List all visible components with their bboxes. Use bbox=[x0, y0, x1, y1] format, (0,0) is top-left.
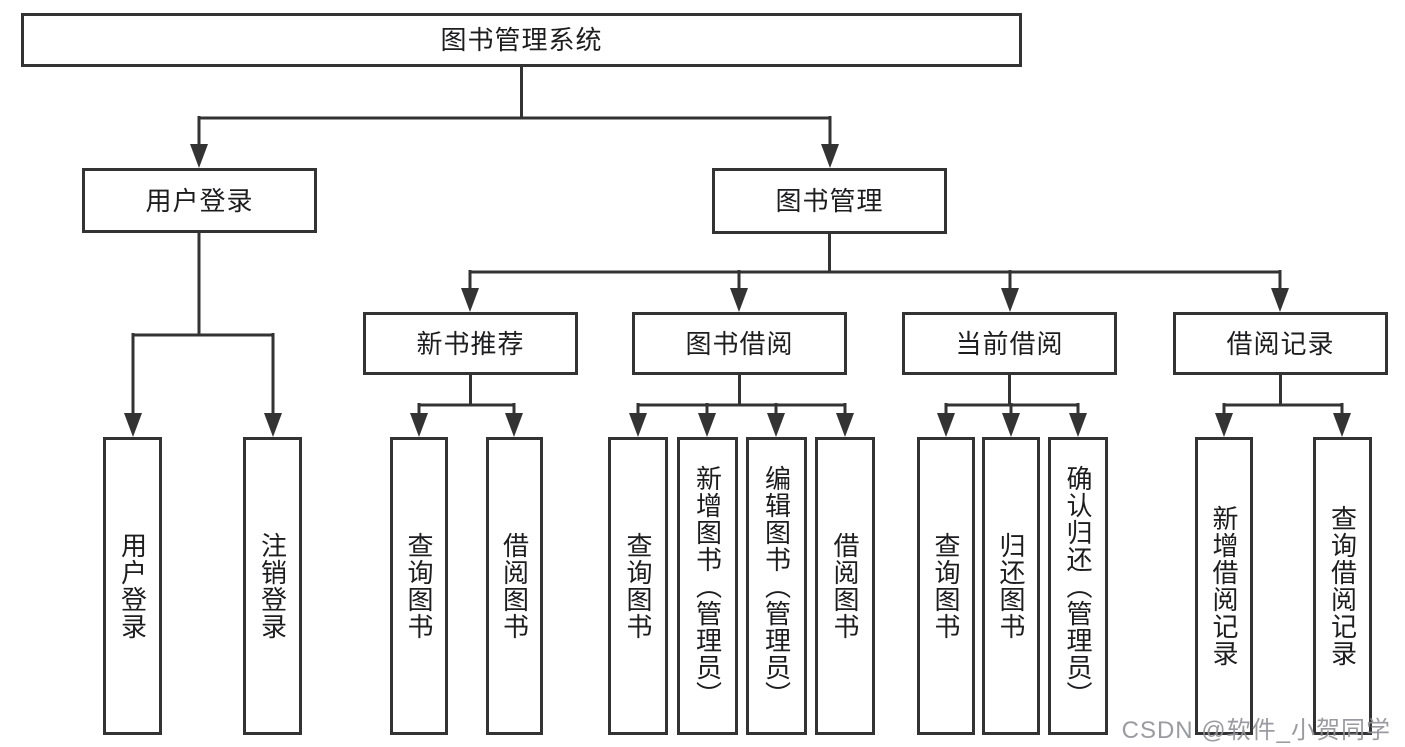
leaf-query-borrow-record: 查询借阅记录 bbox=[1313, 437, 1372, 735]
leaf-add-books-admin: 新增图书（管理员） bbox=[677, 437, 738, 735]
book-borrow-node: 图书借阅 bbox=[632, 312, 847, 375]
leaf-borrow-books-1-label: 借阅图书 bbox=[499, 532, 530, 640]
book-management-node-label: 图书管理 bbox=[775, 186, 884, 216]
borrow-records-node: 借阅记录 bbox=[1173, 312, 1388, 375]
leaf-edit-books-admin: 编辑图书（管理员） bbox=[746, 437, 807, 735]
leaf-confirm-return-admin: 确认归还（管理员） bbox=[1048, 437, 1108, 735]
leaf-query-books-3: 查询图书 bbox=[917, 437, 975, 735]
borrow-records-node-label: 借阅记录 bbox=[1226, 328, 1335, 359]
leaf-add-borrow-record: 新增借阅记录 bbox=[1195, 437, 1253, 735]
root-node: 图书管理系统 bbox=[21, 13, 1022, 67]
leaf-return-books-label: 归还图书 bbox=[996, 532, 1026, 640]
current-borrow-node-label: 当前借阅 bbox=[955, 328, 1064, 359]
leaf-borrow-books-1: 借阅图书 bbox=[486, 437, 543, 735]
arrowhead-icons bbox=[124, 144, 1351, 437]
new-books-node: 新书推荐 bbox=[363, 312, 578, 375]
book-management-node: 图书管理 bbox=[712, 168, 947, 234]
leaf-user-login-label: 用户登录 bbox=[117, 532, 148, 640]
new-books-node-label: 新书推荐 bbox=[416, 328, 525, 359]
leaf-user-login: 用户登录 bbox=[103, 437, 162, 735]
leaf-query-books-2: 查询图书 bbox=[608, 437, 668, 735]
leaf-query-borrow-record-label: 查询借阅记录 bbox=[1327, 505, 1358, 667]
leaf-add-borrow-record-label: 新增借阅记录 bbox=[1209, 505, 1239, 667]
leaf-edit-books-admin-label: 编辑图书（管理员） bbox=[761, 464, 792, 708]
current-borrow-node: 当前借阅 bbox=[902, 312, 1117, 375]
leaf-return-books: 归还图书 bbox=[982, 437, 1040, 735]
leaf-query-books-1: 查询图书 bbox=[390, 437, 448, 735]
user-login-node: 用户登录 bbox=[82, 168, 317, 233]
watermark: CSDN @软件_小贺同学 bbox=[1121, 717, 1391, 744]
leaf-query-books-3-label: 查询图书 bbox=[931, 532, 961, 640]
leaf-add-books-admin-label: 新增图书（管理员） bbox=[692, 464, 723, 708]
leaf-confirm-return-admin-label: 确认归还（管理员） bbox=[1063, 464, 1093, 708]
leaf-query-books-2-label: 查询图书 bbox=[623, 532, 653, 640]
leaf-query-books-1-label: 查询图书 bbox=[404, 532, 434, 640]
user-login-node-label: 用户登录 bbox=[145, 185, 254, 216]
root-node-label: 图书管理系统 bbox=[440, 25, 603, 55]
leaf-borrow-books-2: 借阅图书 bbox=[815, 437, 875, 735]
leaf-logout: 注销登录 bbox=[243, 437, 302, 735]
leaf-borrow-books-2-label: 借阅图书 bbox=[830, 532, 860, 640]
book-borrow-node-label: 图书借阅 bbox=[685, 328, 794, 359]
leaf-logout-label: 注销登录 bbox=[257, 532, 288, 640]
